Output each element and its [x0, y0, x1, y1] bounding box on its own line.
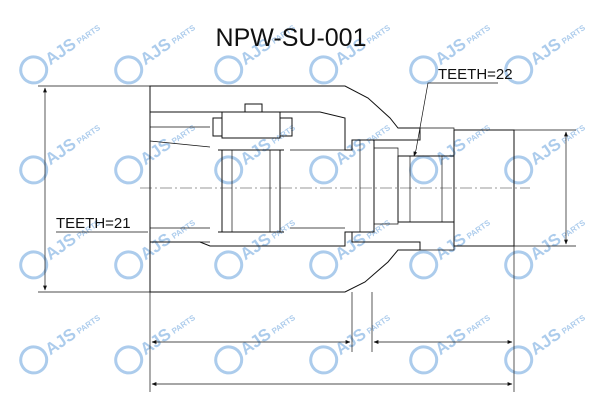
svg-text:AJS: AJS: [237, 134, 275, 169]
svg-text:PARTS: PARTS: [365, 313, 392, 336]
svg-text:PARTS: PARTS: [75, 123, 102, 146]
svg-text:PARTS: PARTS: [465, 313, 492, 336]
stem-teeth-label: TEETH=22: [438, 66, 513, 83]
svg-text:PARTS: PARTS: [465, 218, 492, 241]
svg-text:PARTS: PARTS: [560, 313, 587, 336]
outer-teeth-label: TEETH=21: [56, 215, 131, 232]
svg-text:AJS: AJS: [42, 324, 80, 359]
svg-text:AJS: AJS: [527, 134, 565, 169]
svg-text:PARTS: PARTS: [365, 23, 392, 46]
svg-text:PARTS: PARTS: [465, 123, 492, 146]
svg-text:PARTS: PARTS: [170, 123, 197, 146]
svg-text:AJS: AJS: [137, 229, 175, 264]
svg-text:AJS: AJS: [137, 134, 175, 169]
svg-text:PARTS: PARTS: [170, 23, 197, 46]
svg-text:AJS: AJS: [527, 324, 565, 359]
svg-text:AJS: AJS: [432, 229, 470, 264]
dimension-lines: [38, 82, 576, 392]
svg-text:AJS: AJS: [237, 229, 275, 264]
svg-text:PARTS: PARTS: [270, 313, 297, 336]
svg-text:AJS: AJS: [332, 229, 370, 264]
svg-text:AJS: AJS: [432, 34, 470, 69]
svg-text:AJS: AJS: [42, 34, 80, 69]
svg-text:AJS: AJS: [527, 34, 565, 69]
svg-text:PARTS: PARTS: [170, 313, 197, 336]
joint-housing: [149, 85, 515, 293]
svg-text:AJS: AJS: [432, 134, 470, 169]
svg-text:PARTS: PARTS: [365, 123, 392, 146]
svg-text:PARTS: PARTS: [75, 23, 102, 46]
svg-text:PARTS: PARTS: [560, 218, 587, 241]
svg-text:AJS: AJS: [42, 229, 80, 264]
svg-text:PARTS: PARTS: [365, 218, 392, 241]
svg-text:PARTS: PARTS: [170, 218, 197, 241]
part-number-title: NPW-SU-001: [216, 24, 367, 52]
svg-text:AJS: AJS: [42, 134, 80, 169]
svg-text:PARTS: PARTS: [75, 313, 102, 336]
svg-text:PARTS: PARTS: [270, 123, 297, 146]
svg-text:PARTS: PARTS: [560, 123, 587, 146]
svg-text:PARTS: PARTS: [465, 23, 492, 46]
svg-text:AJS: AJS: [137, 34, 175, 69]
svg-text:PARTS: PARTS: [560, 23, 587, 46]
svg-text:PARTS: PARTS: [270, 218, 297, 241]
svg-text:AJS: AJS: [527, 229, 565, 264]
